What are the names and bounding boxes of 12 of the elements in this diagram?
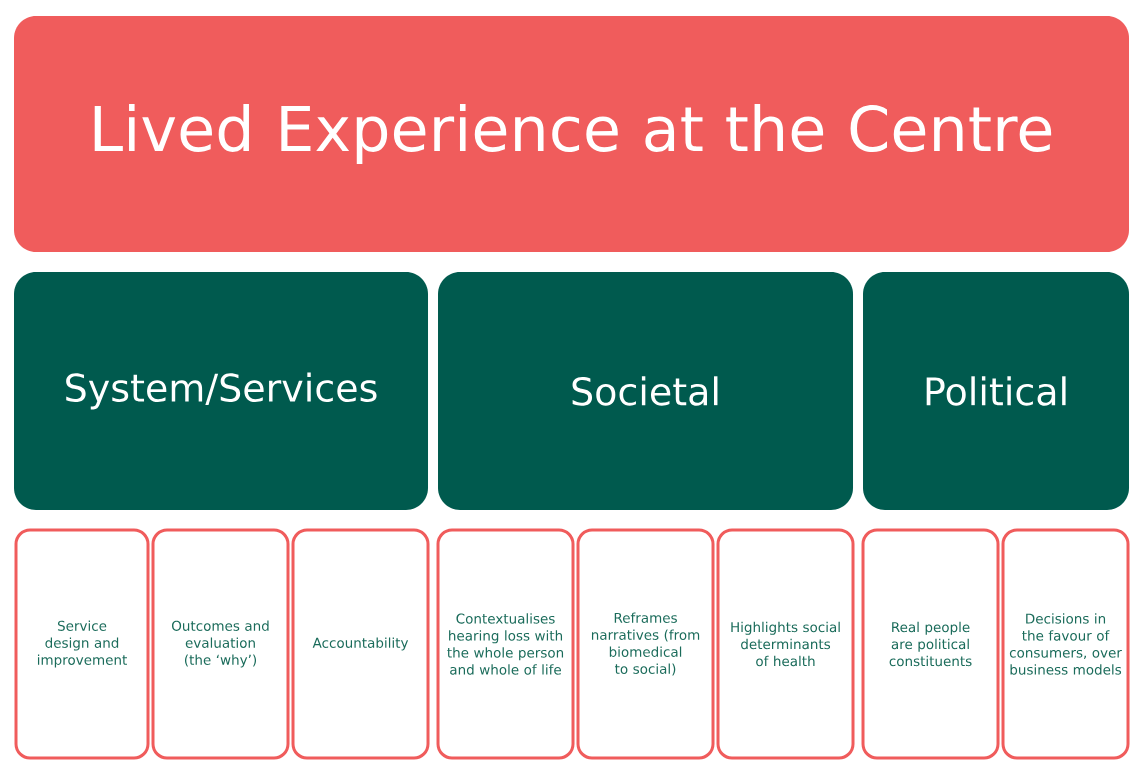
text-card: Service design and improvement (14, 528, 150, 760)
pillar-box: Political (863, 272, 1129, 510)
text-card: Contextualises hearing loss with the whole person and whole of life (436, 528, 575, 760)
text-card: Outcomes and evaluation (the ‘why’) (151, 528, 290, 760)
pillar-box: Societal (438, 272, 853, 510)
text-card: Reframes narratives (from biomedical to social) (576, 528, 715, 760)
text-card: Decisions in the favour of consumers, over business models (1001, 528, 1130, 760)
text-card: Accountability (291, 528, 430, 760)
text-card: Highlights social determinants of health (716, 528, 855, 760)
pillar-box: System/Services (14, 272, 428, 510)
text-card: Real people are political constituents (861, 528, 1000, 760)
banner-box: Lived Experience at the Centre (14, 16, 1129, 252)
